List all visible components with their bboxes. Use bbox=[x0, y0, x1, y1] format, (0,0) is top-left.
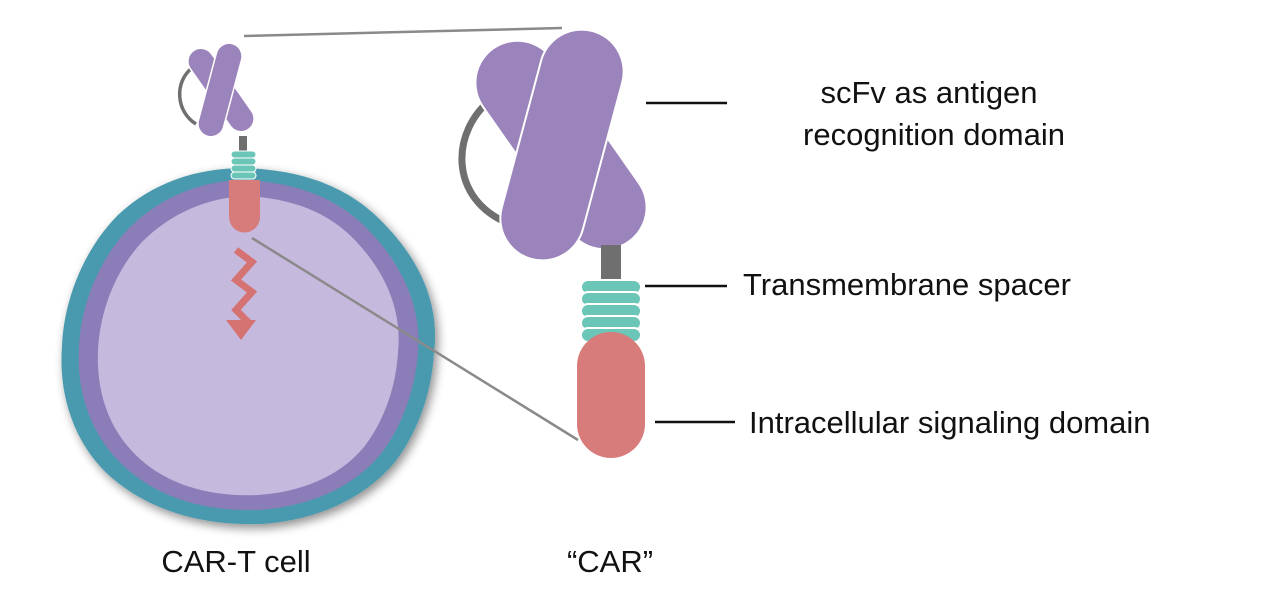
small-transmembrane-4 bbox=[230, 171, 257, 180]
zoom-line-bottom bbox=[251, 236, 579, 442]
small-scfv-domain-2 bbox=[197, 42, 243, 138]
large-scfv-domain-2 bbox=[499, 28, 625, 262]
cell-cytoplasm bbox=[97, 196, 399, 496]
small-scfv-linker bbox=[177, 66, 198, 126]
caption-car-t-cell: CAR-T cell bbox=[161, 544, 310, 579]
label-transmembrane: Transmembrane spacer bbox=[743, 267, 1071, 302]
large-intracellular-domain bbox=[577, 332, 645, 458]
zoom-line-top bbox=[243, 26, 563, 38]
label-scfv-line2: recognition domain bbox=[803, 117, 1065, 152]
car-t-cell bbox=[61, 168, 436, 525]
small-transmembrane-1 bbox=[230, 150, 257, 159]
small-car bbox=[177, 42, 260, 233]
caption-car: “CAR” bbox=[567, 544, 653, 579]
small-intracellular-domain bbox=[229, 180, 260, 233]
label-scfv-line1: scFv as antigen bbox=[820, 75, 1037, 110]
small-stalk bbox=[239, 136, 247, 152]
large-scfv-linker bbox=[458, 95, 512, 228]
large-car bbox=[458, 28, 648, 458]
small-transmembrane-2 bbox=[230, 157, 257, 166]
large-stalk bbox=[601, 245, 621, 285]
label-intracellular: Intracellular signaling domain bbox=[749, 405, 1151, 440]
signal-arrow bbox=[226, 247, 258, 340]
small-transmembrane-3 bbox=[230, 164, 257, 173]
